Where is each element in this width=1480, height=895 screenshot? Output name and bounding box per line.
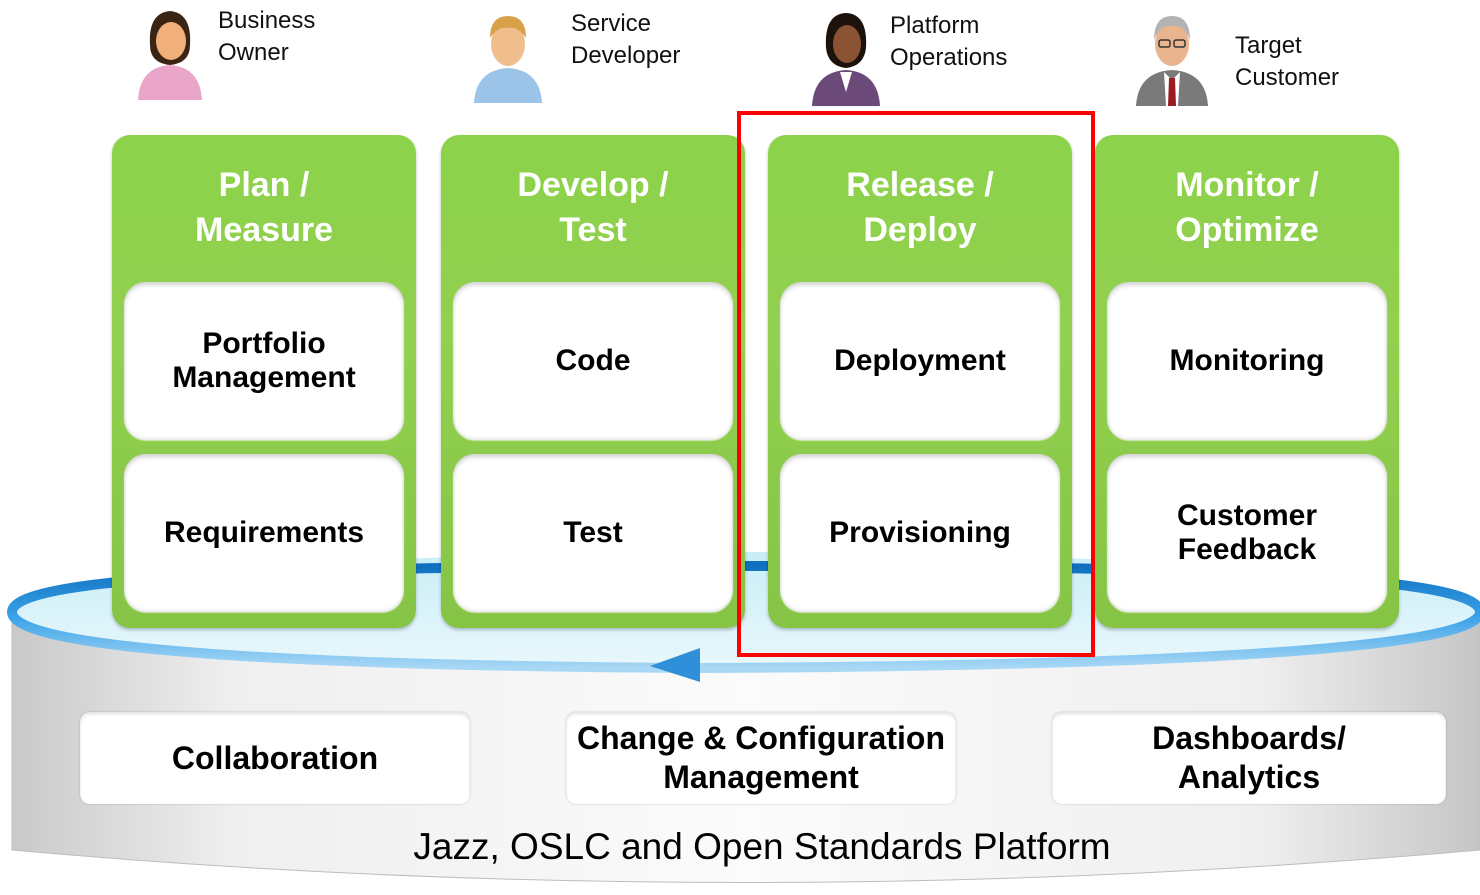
persona-target-customer: Target Customer bbox=[1132, 8, 1372, 118]
card-deployment: Deployment bbox=[780, 282, 1060, 440]
card-code: Code bbox=[453, 282, 733, 440]
platform-box-dashboards-analytics: Dashboards/ Analytics bbox=[1052, 712, 1446, 804]
persona-label-line: Owner bbox=[218, 39, 289, 66]
highlight-frame bbox=[737, 111, 1095, 657]
platform-box-collaboration: Collaboration bbox=[80, 712, 470, 804]
column-title-line: Plan / bbox=[218, 166, 310, 204]
column-title: Develop / Test bbox=[441, 163, 745, 253]
platform-box-label-line: Dashboards/ bbox=[1152, 720, 1346, 756]
persona-business-owner: Business Owner bbox=[130, 5, 360, 115]
businesswoman-purple-icon bbox=[812, 13, 880, 106]
card-label-line: Customer bbox=[1176, 499, 1318, 532]
column-title-line: Deploy bbox=[863, 211, 977, 249]
card-provisioning: Provisioning bbox=[780, 454, 1060, 612]
card-portfolio-management: Portfolio Management bbox=[124, 282, 404, 440]
persona-label-line: Business bbox=[218, 7, 316, 34]
card-requirements: Requirements bbox=[124, 454, 404, 612]
persona-label-line: Operations bbox=[890, 44, 1008, 71]
card-test: Test bbox=[453, 454, 733, 612]
card-monitoring: Monitoring bbox=[1107, 282, 1387, 440]
column-plan-measure: Plan / Measure Portfolio Management Requ… bbox=[112, 135, 416, 628]
column-title-line: Monitor / bbox=[1175, 166, 1319, 204]
card-label-line: Portfolio bbox=[202, 327, 326, 360]
column-title: Plan / Measure bbox=[112, 163, 416, 253]
card-label-line: Provisioning bbox=[829, 516, 1011, 549]
persona-label-line: Customer bbox=[1235, 64, 1340, 91]
column-develop-test: Develop / Test Code Test bbox=[441, 135, 745, 628]
platform-box-label-line: Collaboration bbox=[171, 739, 379, 776]
card-label-line: Feedback bbox=[1177, 533, 1317, 566]
persona-label-line: Developer bbox=[571, 42, 681, 69]
column-title-line: Optimize bbox=[1175, 211, 1319, 249]
column-title: Monitor / Optimize bbox=[1095, 163, 1399, 253]
persona-label-line: Service bbox=[571, 10, 652, 37]
cycle-arrow-head bbox=[650, 648, 700, 682]
column-title-line: Measure bbox=[195, 211, 333, 249]
platform-box-label-line: Change & Configuration bbox=[577, 720, 945, 756]
businessman-gray-suit-icon bbox=[1136, 16, 1208, 106]
persona-label-line: Target bbox=[1235, 32, 1302, 59]
column-release-deploy: Release / Deploy Deployment Provisioning bbox=[768, 135, 1072, 628]
card-label-line: Code bbox=[555, 344, 631, 377]
column-title-line: Develop / bbox=[517, 166, 669, 204]
card-customer-feedback: Customer Feedback bbox=[1107, 454, 1387, 612]
card-label-line: Deployment bbox=[834, 344, 1006, 377]
platform-box-change-configuration: Change & Configuration Management bbox=[566, 712, 956, 804]
column-title: Release / Deploy bbox=[768, 163, 1072, 253]
card-label-line: Requirements bbox=[163, 516, 365, 549]
card-label-line: Management bbox=[172, 361, 356, 394]
persona-label-line: Platform bbox=[890, 12, 980, 39]
developer-blue-shirt-icon bbox=[474, 16, 542, 103]
card-label-line: Monitoring bbox=[1169, 344, 1325, 377]
platform-box-label-line: Analytics bbox=[1177, 759, 1321, 795]
column-title-line: Test bbox=[559, 211, 627, 249]
column-monitor-optimize: Monitor / Optimize Monitoring Customer F… bbox=[1095, 135, 1399, 628]
card-label-line: Test bbox=[563, 516, 623, 549]
platform-caption: Jazz, OSLC and Open Standards Platform bbox=[413, 826, 1111, 867]
businesswoman-pink-icon bbox=[138, 11, 202, 100]
persona-platform-operations: Platform Operations bbox=[806, 8, 1046, 118]
persona-service-developer: Service Developer bbox=[468, 8, 708, 118]
platform-box-label-line: Management bbox=[663, 759, 859, 795]
column-title-line: Release / bbox=[846, 166, 994, 204]
